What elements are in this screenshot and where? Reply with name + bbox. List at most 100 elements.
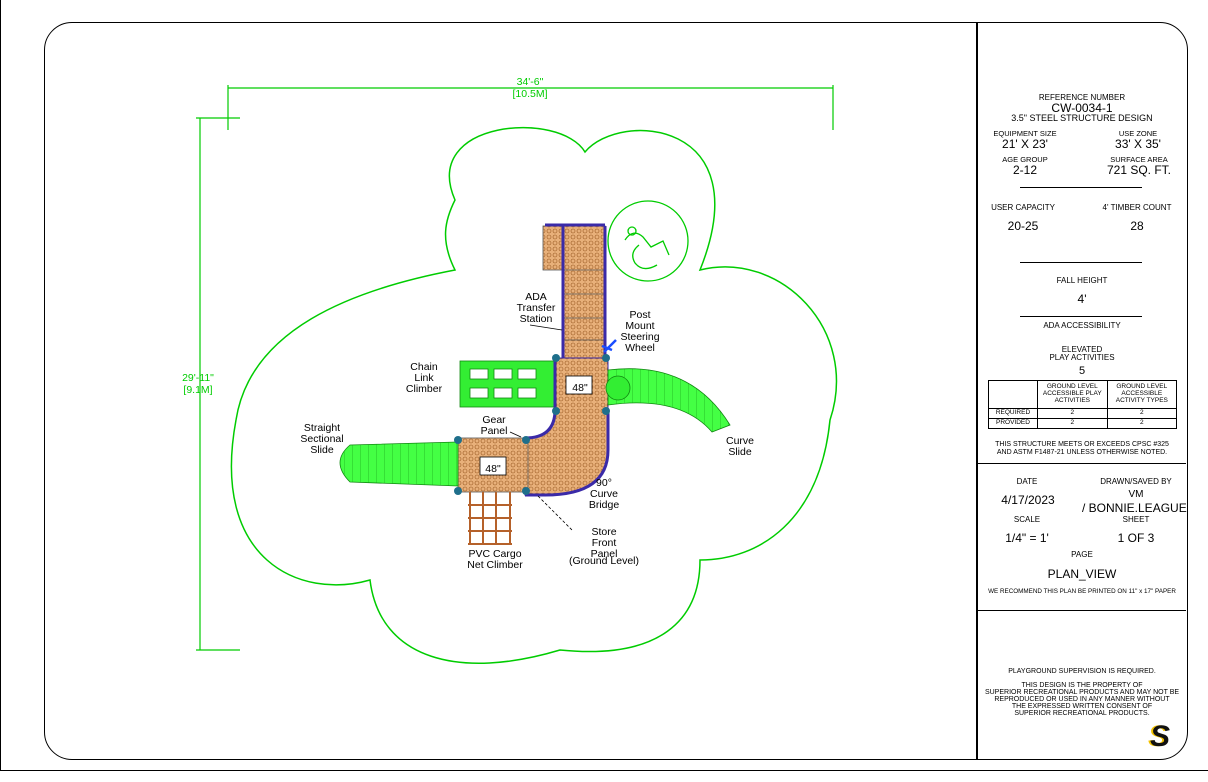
ada-label: ADA ACCESSIBILITY: [1043, 321, 1121, 330]
table-header-2: GROUND LEVEL ACCESSIBLE ACTIVITY TYPES: [1106, 380, 1178, 409]
posts: [454, 354, 610, 495]
scale-label: SCALE: [1013, 515, 1041, 524]
straight-sectional-slide: [339, 441, 459, 487]
page-label: PAGE: [1071, 550, 1093, 559]
date-label: DATE: [1016, 477, 1038, 486]
pvc-cargo-net-climber: [468, 492, 512, 545]
title-block-divider: [976, 22, 978, 760]
label-cargo-2: Net Climber: [467, 559, 523, 571]
use-zone-outline: [230, 127, 838, 664]
sheet: 1 OF 3: [1117, 531, 1155, 545]
rule-4: [978, 463, 1186, 464]
label-straight-3: Slide: [310, 444, 334, 456]
reference-number: CW-0034-1: [1051, 101, 1113, 115]
equipment-size-label: EQUIPMENT SIZE: [993, 129, 1057, 138]
height-imperial: 29'-11": [182, 372, 214, 384]
component-labels: ADA Transfer Station Post Mount Steering…: [300, 291, 754, 571]
date: 4/17/2023: [1001, 493, 1055, 507]
drawn-by-2: / BONNIE.LEAGUE: [1082, 501, 1187, 515]
label-store-3: Panel: [591, 548, 618, 560]
curve-bridge-rail: [525, 410, 610, 497]
rule-2: [1020, 262, 1142, 263]
label-cargo-1: PVC Cargo: [468, 548, 521, 560]
row-required-b: 2: [1106, 408, 1178, 419]
drawn-label: DRAWN/SAVED BY: [1100, 477, 1172, 486]
sheet-label: SHEET: [1122, 515, 1150, 524]
label-wheel-3: Steering: [620, 331, 659, 343]
age-group-label: AGE GROUP: [1002, 155, 1048, 164]
deck-height-lower: 48": [485, 463, 501, 475]
plan-drawing: 34'-6" [10.5M] 29'-11" [9.1M] 48" 48": [182, 76, 838, 664]
label-store-2: Front: [592, 537, 617, 549]
elevated-count: 5: [1078, 365, 1086, 377]
rule-3: [1020, 316, 1142, 317]
timber-count-label: 4' TIMBER COUNT: [1102, 203, 1172, 212]
label-ada-2: Transfer: [517, 302, 556, 314]
fall-height-label: FALL HEIGHT: [1056, 276, 1108, 285]
label-gear-1: Gear: [482, 414, 506, 426]
label-chain-2: Link: [414, 372, 434, 384]
drawn-by-1: VM: [1128, 489, 1144, 500]
structure-design: 3.5" STEEL STRUCTURE DESIGN: [1011, 113, 1153, 123]
property-line-1: THIS DESIGN IS THE PROPERTY OF: [1021, 682, 1143, 689]
table-header-1: GROUND LEVEL ACCESSIBLE PLAY ACTIVITIES: [1037, 380, 1108, 409]
elevated-label-2: PLAY ACTIVITIES: [1049, 353, 1115, 362]
label-bridge-2: Curve: [590, 488, 618, 500]
label-chain-1: Chain: [410, 361, 438, 373]
row-provided-label: PROVIDED: [988, 417, 1038, 429]
user-capacity: 20-25: [1007, 219, 1039, 233]
reference-label: REFERENCE NUMBER: [1038, 93, 1126, 102]
scale: 1/4" = 1': [1005, 531, 1049, 545]
label-chain-3: Climber: [406, 383, 443, 395]
label-wheel-2: Mount: [625, 320, 654, 332]
compliance-2: AND ASTM F1487-21 UNLESS OTHERWISE NOTED…: [996, 449, 1168, 456]
age-group: 2-12: [1012, 163, 1038, 177]
width-imperial: 34'-6": [517, 76, 544, 88]
label-wheel-4: Wheel: [625, 342, 655, 354]
label-bridge-1: 90°: [596, 477, 612, 489]
curve-slide: [607, 368, 731, 433]
row-provided-a: 2: [1037, 417, 1108, 429]
deck-height-upper: 48": [572, 382, 588, 394]
label-gear-2: Panel: [481, 425, 508, 437]
print-note: WE RECOMMEND THIS PLAN BE PRINTED ON 11"…: [988, 588, 1176, 595]
elevated-label-1: ELEVATED: [1061, 345, 1103, 354]
surface-area: 721 SQ. FT.: [1106, 163, 1172, 177]
label-wheel-1: Post: [629, 309, 650, 321]
compliance-1: THIS STRUCTURE MEETS OR EXCEEDS CPSC #32…: [995, 441, 1169, 448]
row-required-label: REQUIRED: [988, 408, 1038, 419]
user-capacity-label: USER CAPACITY: [991, 203, 1055, 212]
row-provided-b: 2: [1106, 417, 1178, 429]
dimension-lines: [196, 85, 834, 651]
accessibility-table: GROUND LEVEL ACCESSIBLE PLAY ACTIVITIES …: [988, 380, 1178, 429]
steering-wheel-icon: [601, 339, 617, 353]
chain-link-climber: [459, 360, 555, 408]
label-store-1: Store: [591, 526, 616, 538]
label-straight-1: Straight: [304, 422, 340, 434]
property-line-3: REPRODUCED OR USED IN ANY MANNER WITHOUT: [994, 696, 1170, 703]
label-bridge-3: Bridge: [589, 499, 620, 511]
equipment-size: 21' X 23': [1002, 137, 1048, 151]
label-ada-1: ADA: [525, 291, 547, 303]
fall-height: 4': [1077, 292, 1087, 306]
wheelchair-icon: [607, 200, 689, 282]
use-zone: 33' X 35': [1115, 137, 1161, 151]
use-zone-label: USE ZONE: [1118, 129, 1158, 138]
page: PLAN_VIEW: [1047, 567, 1117, 581]
property-line-2: SUPERIOR RECREATIONAL PRODUCTS AND MAY N…: [984, 689, 1180, 696]
property-line-5: SUPERIOR RECREATIONAL PRODUCTS.: [1014, 710, 1150, 717]
surface-area-label: SURFACE AREA: [1110, 155, 1168, 164]
label-ada-3: Station: [520, 313, 553, 325]
rule-1: [1020, 187, 1142, 188]
label-straight-2: Sectional: [300, 433, 343, 445]
property-line-4: THE EXPRESSED WRITTEN CONSENT OF: [1011, 703, 1153, 710]
height-metric: [9.1M]: [183, 384, 212, 396]
rule-5: [978, 610, 1186, 611]
bottom-edge: [0, 770, 1208, 771]
company-logo-icon: S: [1150, 720, 1171, 753]
timber-count: 28: [1130, 219, 1144, 233]
width-metric: [10.5M]: [512, 88, 547, 100]
label-curve-slide-2: Slide: [728, 446, 752, 458]
left-edge: [0, 0, 1, 770]
title-block: REFERENCE NUMBER CW-0034-1 3.5" STEEL ST…: [978, 22, 1187, 758]
